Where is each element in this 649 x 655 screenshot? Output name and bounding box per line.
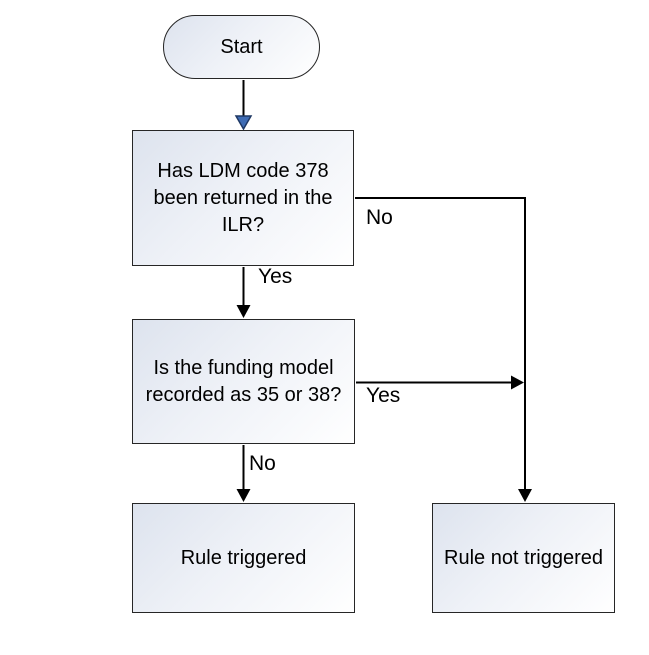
edge-label-ldm-no: No <box>366 206 393 229</box>
edge-label-funding-yes: Yes <box>366 384 401 407</box>
node-rule-triggered: Rule triggered <box>132 503 355 613</box>
node-rule-triggered-label: Rule triggered <box>180 546 307 569</box>
connector-ldm-no <box>355 197 532 502</box>
arrowhead-right-icon <box>511 375 524 390</box>
node-start: Start <box>163 15 320 79</box>
arrowhead-down-icon <box>236 305 251 318</box>
edge-label-funding-no: No <box>249 452 276 475</box>
edge-label-ldm-yes: Yes <box>258 265 293 288</box>
arrowhead-down-icon <box>518 489 532 502</box>
node-start-label: Start <box>220 35 263 58</box>
connector-ldm-yes <box>236 267 251 318</box>
connector-start-to-decision-ldm <box>234 80 253 131</box>
node-decision-ldm-label: Has LDM code 378 been returned in the IL… <box>153 159 333 236</box>
node-decision-funding: Is the funding model recorded as 35 or 3… <box>132 319 355 444</box>
arrowhead-down-blue-icon <box>234 115 253 131</box>
node-rule-not-triggered: Rule not triggered <box>432 503 615 613</box>
arrowhead-down-icon <box>236 489 251 502</box>
node-decision-ldm: Has LDM code 378 been returned in the IL… <box>132 130 354 266</box>
node-rule-not-triggered-label: Rule not triggered <box>444 546 603 569</box>
node-decision-funding-label: Is the funding model recorded as 35 or 3… <box>145 356 342 406</box>
